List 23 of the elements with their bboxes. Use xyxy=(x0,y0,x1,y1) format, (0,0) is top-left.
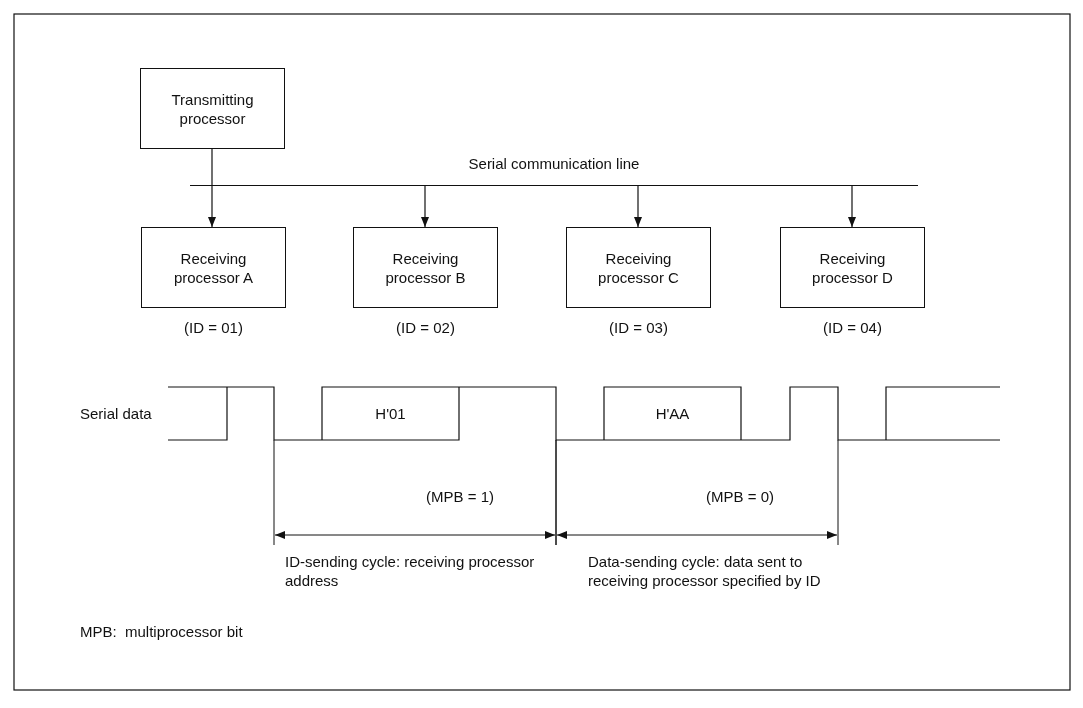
id-label: (ID = 01) xyxy=(183,318,244,337)
id-label: (ID = 02) xyxy=(395,318,456,337)
processor-box: Receiving processor D xyxy=(780,227,925,308)
bit-value: (MPB = 0) xyxy=(705,487,775,506)
arrow xyxy=(421,185,429,228)
bus-line: Serial communication line xyxy=(190,154,918,186)
data-value: H'AA xyxy=(654,404,691,423)
arrow xyxy=(848,185,856,228)
cycle-description: Data-sending cycle: data sent to receiving processor specified by ID xyxy=(588,552,822,590)
id-label: (ID = 04) xyxy=(822,318,883,337)
processor-box: Receiving processor C xyxy=(566,227,711,308)
arrow xyxy=(634,185,642,228)
signal-name: Serial data xyxy=(80,404,152,423)
processor-box: Receiving processor A xyxy=(141,227,286,308)
arrow xyxy=(208,185,216,228)
id-label: (ID = 03) xyxy=(608,318,669,337)
cycle-description: ID-sending cycle: receiving processor address xyxy=(285,552,536,590)
processor-box: Transmitting processor xyxy=(140,68,285,149)
connector-line xyxy=(211,148,213,187)
bit-value: (MPB = 1) xyxy=(425,487,495,506)
note-text: MPB: multiprocessor bit xyxy=(80,622,243,641)
processor-box: Receiving processor B xyxy=(353,227,498,308)
data-value: H'01 xyxy=(374,404,407,423)
